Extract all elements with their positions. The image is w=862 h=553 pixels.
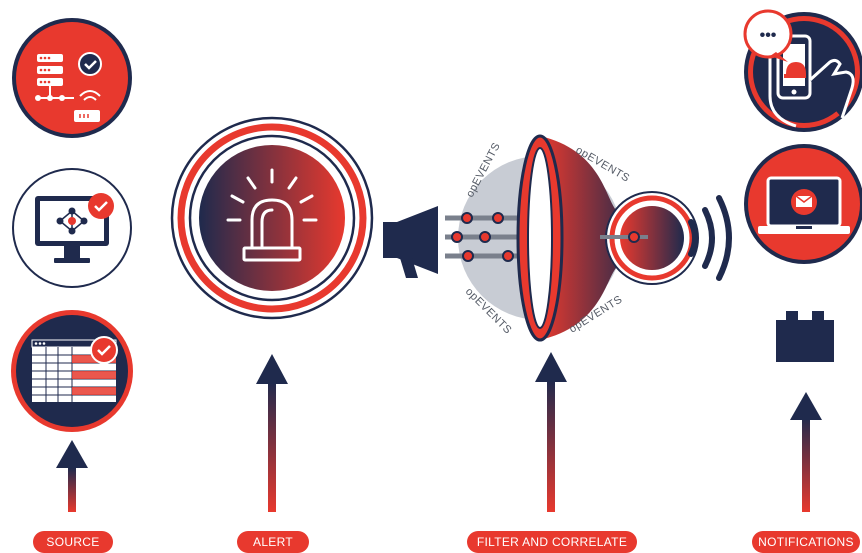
- siren-icon: [170, 116, 374, 320]
- filter-arrow: [535, 352, 567, 512]
- battery-icon: [776, 311, 834, 362]
- stage-label-notifications: NOTIFICATIONS: [752, 531, 860, 553]
- phone-tap-icon: •••: [743, 9, 862, 132]
- laptop-mail-icon: [744, 144, 862, 264]
- phone-bubble-text: •••: [760, 27, 777, 44]
- notifications-arrow: [790, 392, 822, 512]
- stage-label-alert: ALERT: [237, 531, 309, 553]
- alert-arrow: [256, 354, 288, 512]
- megaphone-icon: [383, 206, 438, 278]
- server-network-icon: [12, 18, 132, 138]
- stage-label-filter: FILTER AND CORRELATE: [467, 531, 637, 553]
- stage-label-source: SOURCE: [33, 531, 113, 553]
- source-arrow: [56, 440, 88, 512]
- monitor-network-icon: [12, 168, 132, 288]
- spreadsheet-icon: [11, 310, 133, 432]
- funnel-icon: [445, 134, 699, 342]
- signal-waves-icon: [688, 195, 732, 281]
